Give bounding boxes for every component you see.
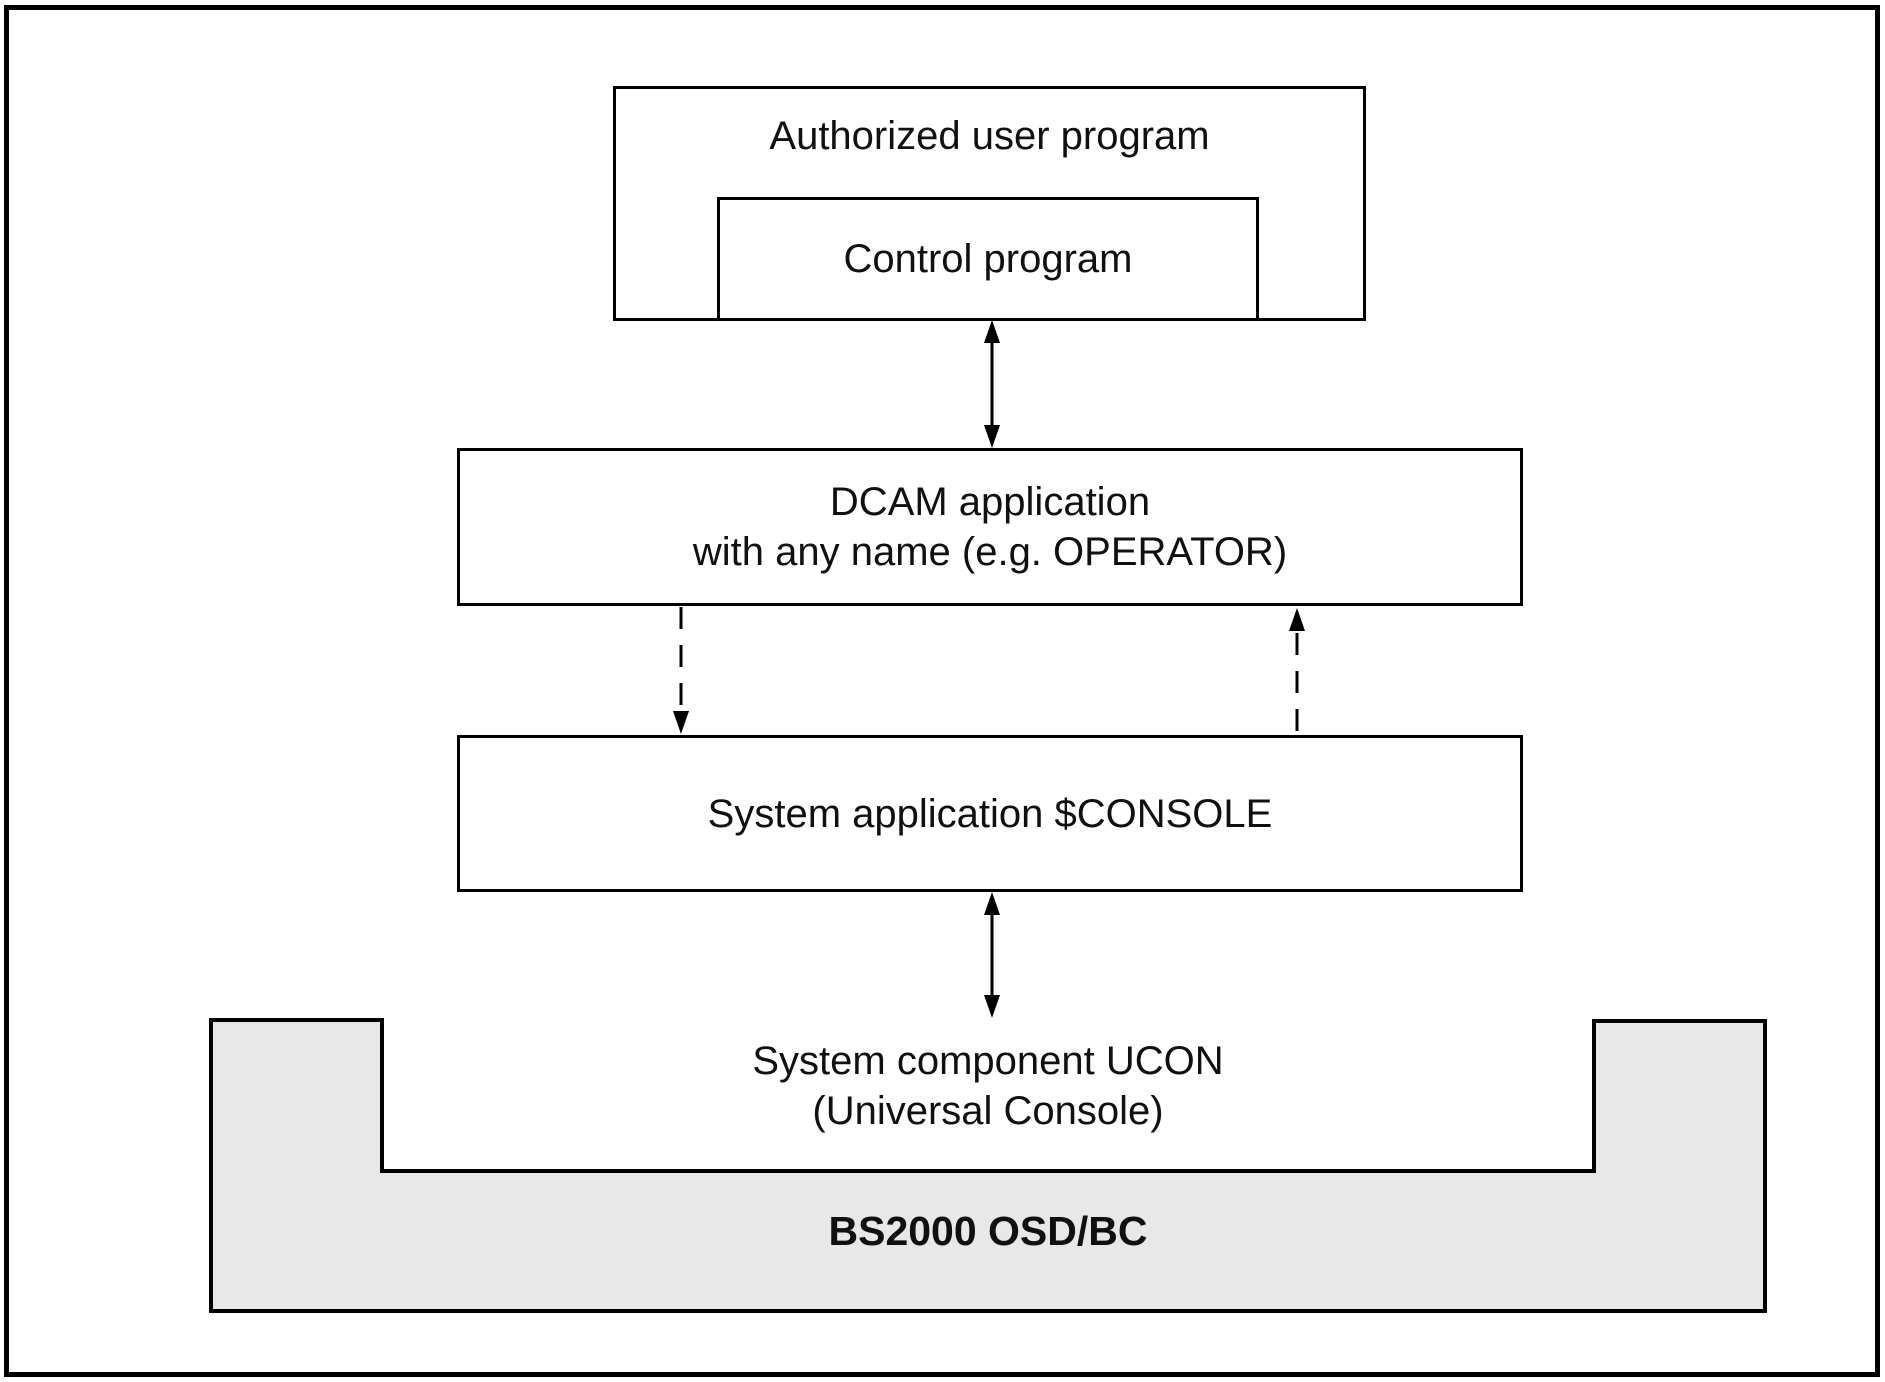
control-program-label: Control program [843,237,1133,281]
ucon-label: System component UCON (Universal Console… [382,1036,1594,1136]
ucon-label-line2: (Universal Console) [812,1089,1164,1133]
ucon-label-line1: System component UCON [752,1039,1224,1083]
dcam-label-line2: with any name (e.g. OPERATOR) [692,530,1288,574]
box-system-application-console: System application $CONSOLE [457,735,1523,892]
diagram-border-frame [4,5,1880,1377]
box-dcam-application: DCAM application with any name (e.g. OPE… [457,448,1523,606]
bs2000-label: BS2000 OSD/BC [828,1208,1148,1254]
authorized-user-program-label: Authorized user program [769,114,1210,158]
box-control-program: Control program [717,197,1259,321]
dcam-label-line1: DCAM application [829,480,1151,524]
system-application-console-label: System application $CONSOLE [707,791,1273,836]
